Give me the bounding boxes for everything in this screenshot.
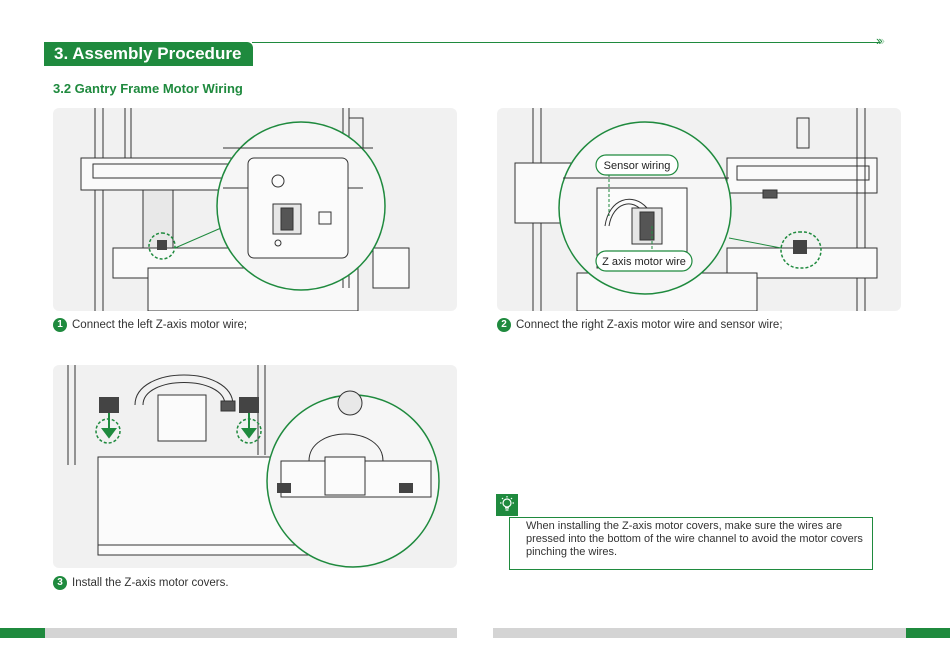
step-1: 1 Connect the left Z-axis motor wire;: [53, 318, 247, 332]
footer-accent-left: [0, 628, 45, 638]
step-number: 1: [53, 318, 67, 332]
section-title: 3. Assembly Procedure: [44, 42, 254, 66]
callout-z-axis-motor-wire: Z axis motor wire: [602, 256, 686, 268]
step-text: Connect the right Z-axis motor wire and …: [516, 319, 783, 331]
lightbulb-icon: [496, 494, 518, 516]
subsection-title: 3.2 Gantry Frame Motor Wiring: [53, 81, 243, 96]
step-text: Install the Z-axis motor covers.: [72, 577, 229, 589]
illustration-motor-covers: [53, 365, 457, 568]
illustration-right-motor-wire: Sensor wiring Z axis motor wire: [497, 108, 901, 311]
step-number: 2: [497, 318, 511, 332]
footer-accent-right: [906, 628, 950, 638]
step-3: 3 Install the Z-axis motor covers.: [53, 576, 229, 590]
chevron-right-icon: ›››: [876, 33, 885, 48]
illustration-left-motor-wire: [53, 108, 457, 311]
footer-bar-left: [45, 628, 457, 638]
tip-text: When installing the Z-axis motor covers,…: [526, 520, 863, 558]
step-number: 3: [53, 576, 67, 590]
tip-box: [509, 517, 873, 570]
footer-bar-right: [493, 628, 906, 638]
callout-sensor-wiring: Sensor wiring: [604, 160, 671, 172]
step-text: Connect the left Z-axis motor wire;: [72, 319, 248, 331]
header-rule: [252, 42, 880, 43]
step-2: 2 Connect the right Z-axis motor wire an…: [497, 318, 783, 332]
